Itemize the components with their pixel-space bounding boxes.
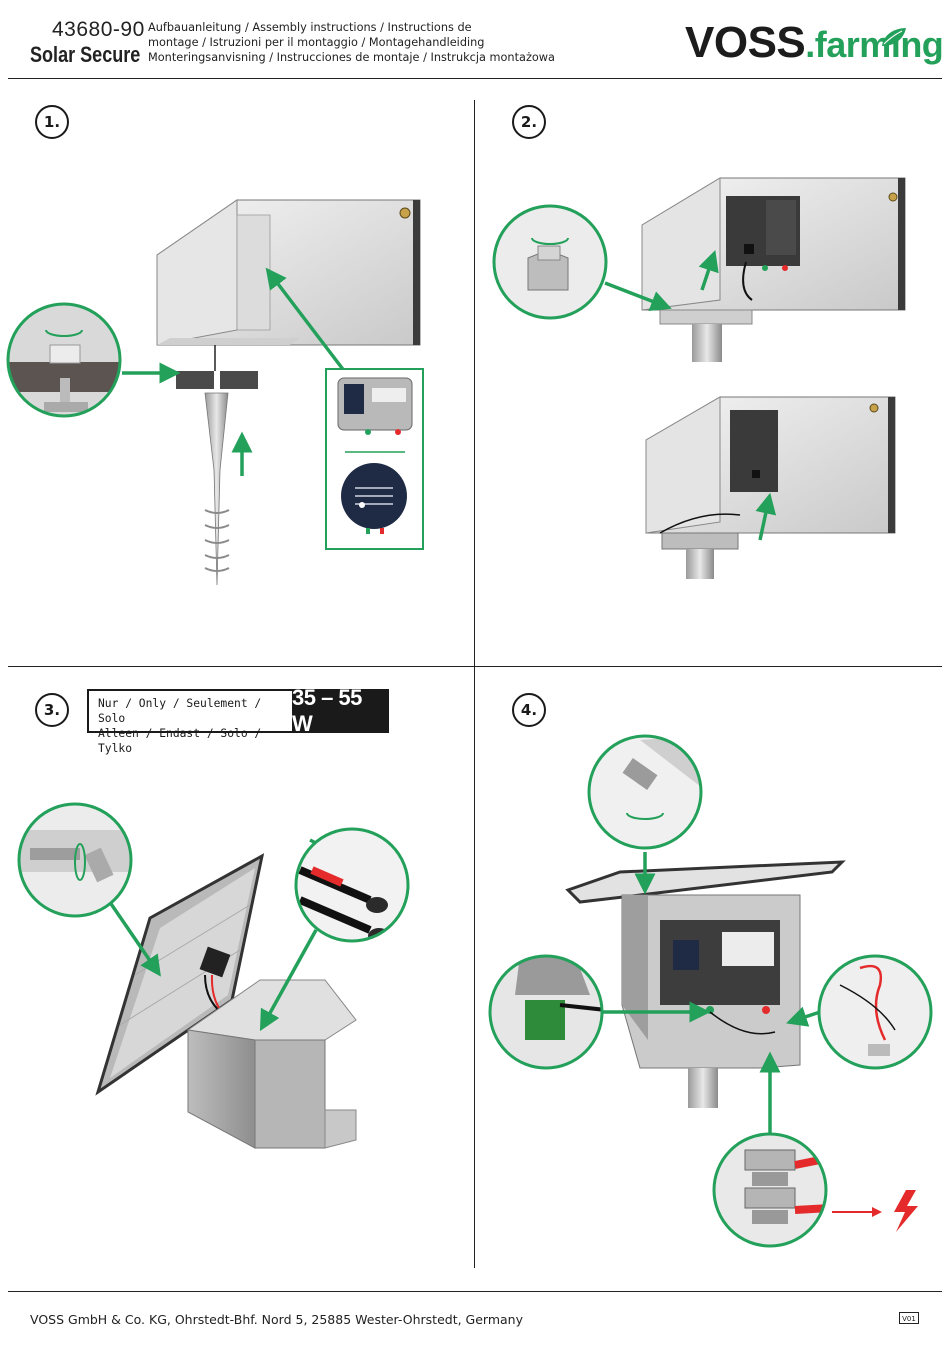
step-4-illustration xyxy=(488,734,933,1248)
product-name: Solar Secure xyxy=(30,42,141,67)
footer-divider xyxy=(8,1291,942,1292)
wattage-value: 35 – 55 W xyxy=(292,685,387,736)
instructions-title: Aufbauanleitung / Assembly instructions … xyxy=(148,20,568,65)
rotate-arrow-icon xyxy=(626,812,664,820)
step-1-illustration xyxy=(6,199,424,586)
column-divider-bottom xyxy=(474,666,475,1268)
step-3-badge: 3. xyxy=(35,693,69,727)
rotate-arrow-icon xyxy=(45,329,83,337)
step-3-illustration xyxy=(17,802,410,1149)
only-label-line-2: Alleen / Endast / Solo / Tylko xyxy=(98,727,262,755)
only-label-line-1: Nur / Only / Seulement / Solo xyxy=(98,697,262,725)
step-4-badge: 4. xyxy=(512,693,546,727)
row-divider xyxy=(8,666,942,667)
company-address: VOSS GmbH & Co. KG, Ohrstedt-Bhf. Nord 5… xyxy=(30,1312,523,1327)
instructions-line-1: Aufbauanleitung / Assembly instructions … xyxy=(148,21,472,34)
instructions-line-3: Monteringsanvisning / Instrucciones de m… xyxy=(148,51,555,64)
step-1-badge: 1. xyxy=(35,105,69,139)
instructions-line-2: montage / Istruzioni per il montaggio / … xyxy=(148,36,485,49)
lightning-icon xyxy=(894,1190,918,1232)
column-divider-top xyxy=(474,100,475,668)
version-badge: V01 xyxy=(899,1312,919,1324)
leaf-icon xyxy=(882,28,906,46)
logo-suffix: .farming xyxy=(805,24,944,65)
rotate-arrow-icon xyxy=(531,237,569,245)
article-number: 43680-90 xyxy=(52,18,145,41)
brand-logo: VOSS.farming xyxy=(685,18,944,68)
logo-main: VOSS xyxy=(685,18,806,67)
header-divider xyxy=(8,78,942,79)
step-2-illustration xyxy=(492,177,906,579)
wattage-restriction-box: Nur / Only / Seulement / Solo Alleen / E… xyxy=(87,685,389,755)
rotate-arrow-icon xyxy=(74,843,86,881)
step-2-badge: 2. xyxy=(512,105,546,139)
only-label: Nur / Only / Seulement / Solo Alleen / E… xyxy=(89,691,292,755)
